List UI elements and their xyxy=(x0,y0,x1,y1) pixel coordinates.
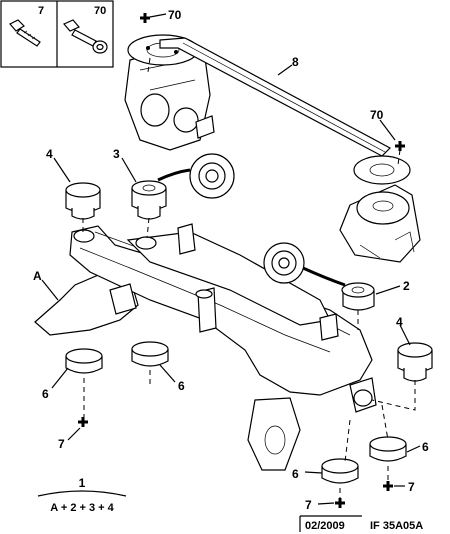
callout-A: A xyxy=(33,269,42,283)
fastener-inset: 7 70 xyxy=(0,0,114,68)
bushing-3-detail xyxy=(157,153,235,199)
bushing-4-right xyxy=(397,342,433,382)
callout-4-right: 4 xyxy=(396,315,403,329)
footer: 02/2009 IF 35A05A xyxy=(299,515,423,532)
bushing-4-left xyxy=(65,182,101,220)
bolt-7-icon xyxy=(9,19,41,47)
alignment-lines xyxy=(82,57,416,500)
footer-reference: IF 35A05A xyxy=(370,520,423,532)
formula-title: 1 xyxy=(79,476,86,490)
callout-3: 3 xyxy=(113,147,120,161)
callout-7-bottom-mid: 7 xyxy=(305,498,312,512)
bushing-6-bottom-mid xyxy=(321,458,359,484)
callout-7-left: 7 xyxy=(58,437,65,451)
callout-8: 8 xyxy=(292,55,299,69)
callout-6-bottom-mid: 6 xyxy=(292,467,299,481)
bushing-2 xyxy=(341,282,375,311)
bushing-6-mid xyxy=(131,341,169,367)
footer-date: 02/2009 xyxy=(305,520,345,532)
bushing-2-detail xyxy=(263,242,346,287)
body-mount-right xyxy=(339,155,421,263)
plus-markers xyxy=(78,13,405,508)
subframe-A xyxy=(34,223,377,471)
formula-expression: A + 2 + 3 + 4 xyxy=(50,502,114,514)
callout-7-bottom-right: 7 xyxy=(408,480,415,494)
callout-6-left: 6 xyxy=(42,387,49,401)
assembly-formula: 1 A + 2 + 3 + 4 xyxy=(37,476,127,514)
callout-4-left: 4 xyxy=(46,147,53,161)
callout-labels: 70 8 70 4 3 A 2 4 6 6 7 6 6 7 7 xyxy=(33,8,429,512)
leader-lines xyxy=(41,13,421,505)
callout-6-bottom-right: 6 xyxy=(422,440,429,454)
bushing-6-bottom-right xyxy=(369,436,407,462)
callout-6-mid: 6 xyxy=(178,379,185,393)
callout-2: 2 xyxy=(403,279,410,293)
callout-70-top: 70 xyxy=(168,8,182,22)
bushing-3 xyxy=(131,180,167,220)
callout-70-right: 70 xyxy=(370,108,384,122)
body-mount-left xyxy=(124,34,215,151)
bolt-70-icon xyxy=(63,19,108,54)
inset-label-7: 7 xyxy=(38,5,44,17)
bushing-6-left xyxy=(65,348,103,374)
inset-label-70: 70 xyxy=(94,5,106,17)
